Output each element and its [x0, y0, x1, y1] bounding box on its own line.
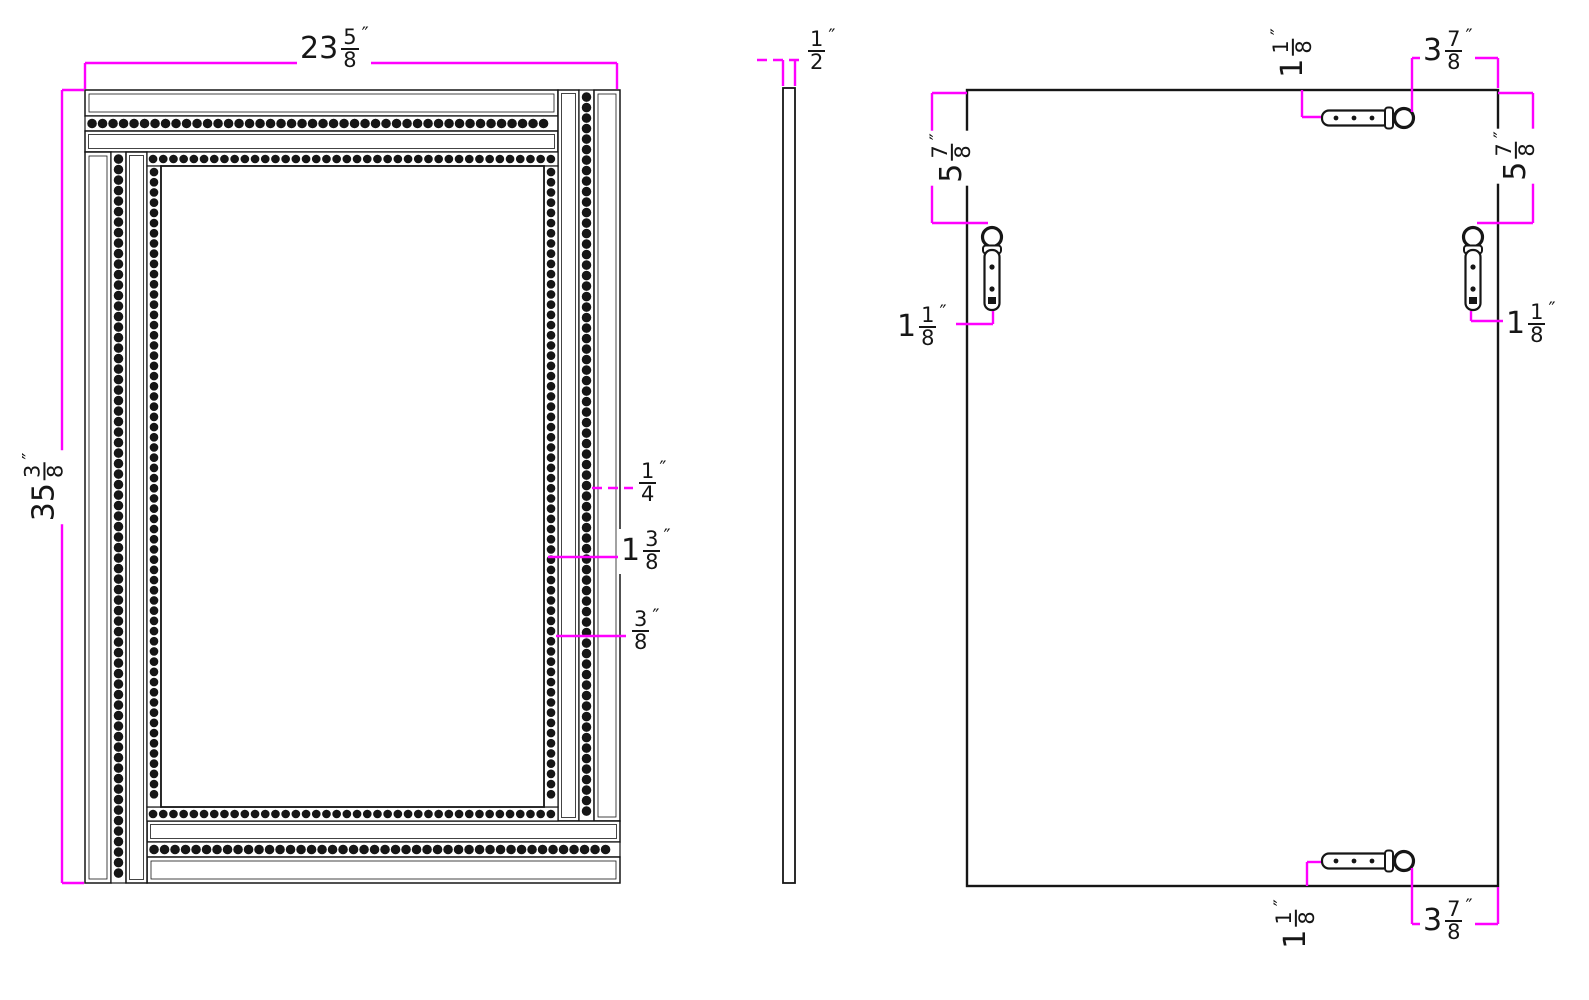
- dim-fraction: 5 8: [341, 25, 359, 73]
- dim-back-bottom-corner: 3 7 8 ″: [1420, 895, 1475, 944]
- inner-bead-frame: [146, 151, 559, 822]
- frame-bottom-band: [146, 820, 621, 884]
- inch-mark: ″: [361, 23, 369, 45]
- keyhole-hanger-bottom: [1320, 849, 1416, 873]
- inch-mark: ″: [663, 525, 670, 547]
- keyhole-hanger-top: [1320, 106, 1416, 130]
- dim-lines-back-left-offset: [956, 311, 995, 326]
- inch-mark: ″: [925, 133, 948, 140]
- inch-mark: ″: [659, 457, 666, 479]
- inch-mark: ″: [1269, 899, 1292, 906]
- dim-lines-side-thickness: [757, 58, 806, 86]
- dim-front-height: 35 3 8 ″: [18, 450, 68, 524]
- dim-back-left-offset: 1 1 8 ″: [894, 301, 949, 350]
- inch-mark: ″: [939, 301, 946, 323]
- side-profile: [782, 87, 796, 884]
- dim-back-right-from-top: 5 7 8 ″: [1489, 128, 1539, 184]
- dim-back-top-corner: 3 7 8 ″: [1420, 25, 1475, 74]
- inch-mark: ″: [1465, 895, 1472, 917]
- dim-back-top-offset: 1 1 8 ″: [1266, 25, 1316, 81]
- dim-whole: 23: [300, 31, 339, 67]
- keyhole-hanger-right: [1461, 225, 1485, 312]
- dim-trim-quarter: 1 4 ″: [633, 457, 669, 506]
- inch-mark: ″: [18, 453, 41, 460]
- dim-lines-back-top-offset: [1300, 90, 1321, 119]
- inch-mark: ″: [652, 605, 659, 627]
- dim-back-left-from-top: 5 7 8 ″: [925, 130, 975, 186]
- mirror-opening: [160, 165, 545, 808]
- inch-mark: ″: [828, 25, 835, 47]
- side-view: [757, 58, 806, 884]
- dim-trim-one-three-eighths: 1 3 8 ″: [618, 525, 673, 574]
- dim-lines-back-bottom-offset: [1305, 860, 1321, 886]
- inch-mark: ″: [1489, 131, 1512, 138]
- frame-left-band: [84, 151, 148, 884]
- inch-mark: ″: [1465, 25, 1472, 47]
- back-panel: [965, 88, 1500, 888]
- dim-front-width: 23 5 8 ″: [297, 23, 371, 73]
- frame-top-band: [84, 89, 559, 153]
- dim-side-thickness: 1 2 ″: [802, 25, 838, 74]
- frame-right-band: [557, 89, 621, 822]
- dim-back-bottom-offset: 1 1 8 ″: [1269, 896, 1319, 952]
- keyhole-hanger-left: [980, 225, 1004, 312]
- front-view: [60, 61, 652, 885]
- dim-trim-three-eighths: 3 8 ″: [626, 605, 662, 654]
- dim-lines-back-right-offset: [1469, 311, 1508, 323]
- inch-mark: ″: [1266, 28, 1289, 35]
- back-view: [930, 56, 1535, 926]
- dim-back-right-offset: 1 1 8 ″: [1503, 298, 1558, 347]
- inch-mark: ″: [1548, 298, 1555, 320]
